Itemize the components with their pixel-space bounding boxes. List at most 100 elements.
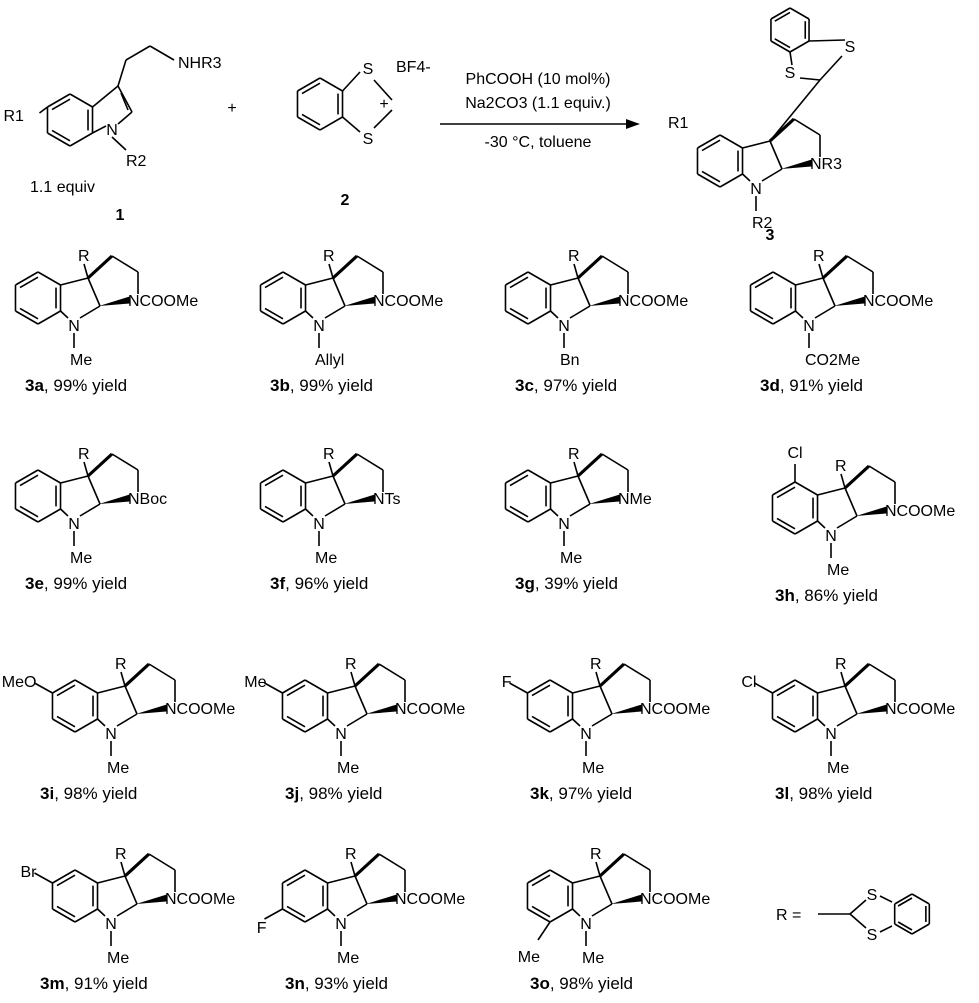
bond	[550, 475, 579, 484]
r1-label: R1	[3, 108, 24, 125]
r-label: R	[115, 846, 127, 863]
wedge-bond	[589, 494, 621, 504]
compound-id: 3n	[285, 974, 305, 993]
compound-yield: , 98% yield	[549, 974, 634, 993]
aromatic-double-bond	[776, 517, 796, 530]
r-bond	[350, 671, 356, 687]
bold-bond	[598, 852, 626, 878]
r-bond	[120, 671, 126, 687]
bond	[324, 305, 346, 319]
ring-substituent-label: Me	[244, 674, 266, 691]
bond	[148, 853, 176, 871]
n-substituent-label: Me	[582, 760, 604, 777]
bond	[60, 475, 89, 484]
ring-substituent-bond	[537, 921, 551, 941]
benzene-ring-bond	[52, 869, 76, 884]
indoline-n-label: N	[558, 516, 570, 533]
compound-number-2: 2	[341, 192, 350, 209]
bond	[817, 685, 846, 694]
bond	[354, 685, 368, 715]
aromatic-double-bond	[56, 905, 76, 918]
bond	[305, 277, 334, 286]
aromatic-double-bond	[264, 307, 284, 320]
bond	[809, 39, 846, 42]
bond	[789, 51, 793, 66]
bond	[97, 685, 126, 694]
wedge-bond	[136, 894, 168, 904]
indoline-n-label: N	[335, 916, 347, 933]
r-definition-label: R =	[776, 907, 801, 924]
bond	[571, 718, 581, 727]
bond	[373, 109, 393, 129]
benzene-ring-bond	[549, 908, 573, 923]
ring-substituent-label: MeO	[2, 674, 37, 691]
compound-id: 3b	[270, 376, 290, 395]
aromatic-double-bond	[264, 505, 284, 518]
bond	[356, 453, 384, 471]
wedge-bond	[856, 506, 888, 516]
r-bond	[120, 861, 126, 877]
indoline-n-label: N	[313, 516, 325, 533]
wedge-bond	[99, 296, 131, 306]
wedge-bond	[834, 296, 866, 306]
benzene-ring-bond	[260, 271, 284, 286]
indoline-n-label: N	[825, 726, 837, 743]
indoline-n-label: N	[750, 181, 762, 198]
aromatic-double-bond	[531, 874, 551, 887]
compound-caption: 3d, 91% yield	[760, 376, 863, 396]
wedge-bond	[589, 296, 621, 306]
benzene-ring-bond	[69, 93, 93, 108]
compound-yield: , 99% yield	[289, 376, 374, 395]
bold-bond	[576, 452, 604, 478]
wedge-bond	[781, 159, 813, 169]
r1-label: R1	[668, 115, 689, 132]
indoline-n-label: N	[580, 916, 592, 933]
bond	[341, 116, 361, 133]
r-bond	[840, 671, 846, 687]
r-label: R	[590, 846, 602, 863]
bond	[741, 173, 751, 182]
benzene-ring-bond	[527, 271, 551, 286]
bond	[87, 475, 101, 505]
bond	[549, 310, 559, 319]
r-label: R	[78, 248, 90, 265]
compound-yield: , 91% yield	[779, 376, 864, 395]
compound-caption: 3g, 39% yield	[515, 574, 618, 594]
benzene-ring-bond	[911, 893, 930, 905]
bond	[822, 277, 836, 307]
benzene-ring-bond	[74, 718, 98, 733]
bond	[601, 453, 629, 471]
benzene-ring-bond	[282, 908, 306, 923]
bond	[550, 277, 579, 286]
benzene-ring-bond	[15, 271, 39, 286]
benzene-ring-bond	[47, 132, 71, 147]
benzene-ring-bond	[527, 508, 551, 523]
bond	[59, 508, 69, 517]
wedge-bond	[856, 704, 888, 714]
bold-bond	[821, 254, 849, 280]
compound-caption: 3n, 93% yield	[285, 974, 388, 994]
bond	[814, 305, 836, 319]
compound-yield: , 99% yield	[43, 574, 128, 593]
bold-bond	[86, 254, 114, 280]
benzene-ring-bond	[505, 310, 529, 325]
sulfur-label: S	[867, 927, 878, 944]
compound-yield: , 39% yield	[534, 574, 619, 593]
bond	[124, 685, 138, 715]
benzene-ring-bond	[549, 679, 573, 694]
r-label: R	[568, 446, 580, 463]
ring-substituent-label: F	[257, 920, 267, 937]
aromatic-double-bond	[774, 11, 791, 22]
sulfur-label: S	[845, 39, 856, 56]
ring-substituent-label: Cl	[787, 445, 802, 462]
bond	[378, 663, 406, 681]
bond	[795, 277, 824, 286]
aromatic-double-bond	[51, 98, 71, 111]
bold-bond	[576, 254, 604, 280]
ring-substituent-label: Br	[20, 864, 37, 881]
bond	[868, 663, 896, 681]
benzene-ring-bond	[37, 310, 61, 325]
pyrrolidine-n-label: NCOOMe	[395, 891, 465, 908]
benzene-ring-bond	[505, 508, 529, 523]
r-bond	[328, 461, 334, 477]
